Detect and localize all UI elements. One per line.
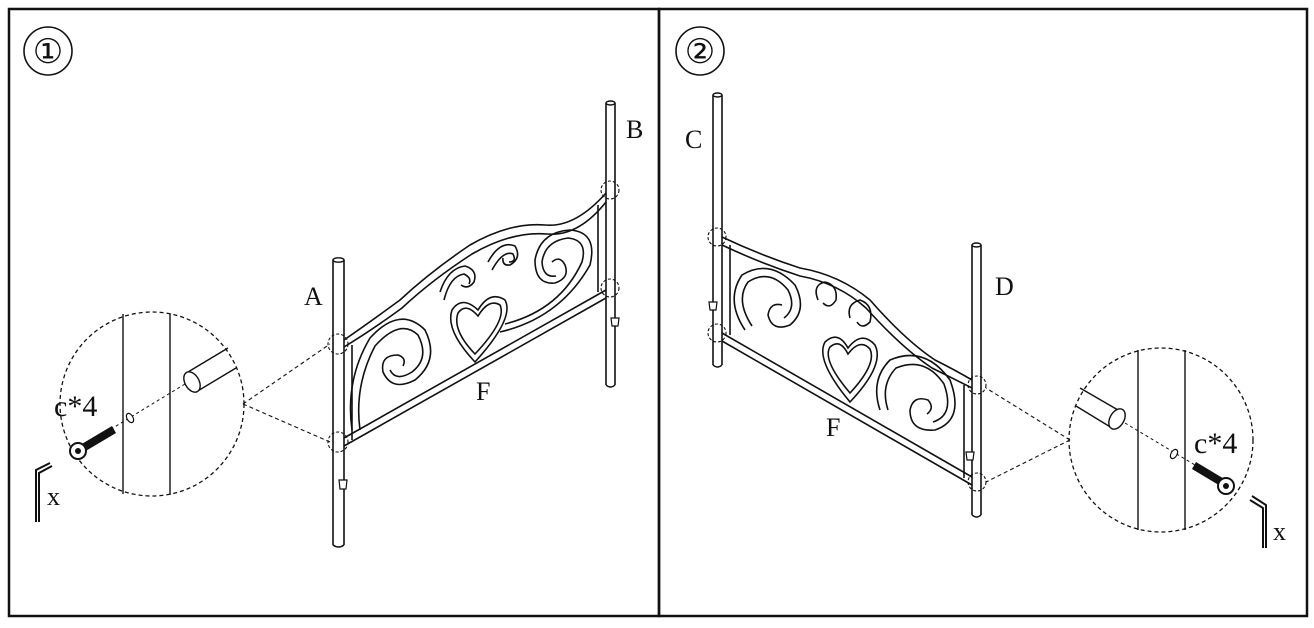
post-b bbox=[605, 100, 620, 388]
connection-markers-step2 bbox=[707, 227, 987, 492]
spacer-washer-icon bbox=[125, 412, 135, 424]
screw-quantity-step1: c*4 bbox=[54, 390, 97, 423]
label-c: C bbox=[685, 125, 702, 154]
label-b: B bbox=[626, 115, 643, 144]
step-2-number-circle bbox=[675, 26, 725, 76]
headboard-f bbox=[343, 192, 607, 447]
label-d: D bbox=[995, 272, 1014, 301]
tool-label-step1: x bbox=[47, 482, 60, 511]
detail-magnifier-step1 bbox=[59, 311, 331, 497]
tool-label-step2: x bbox=[1273, 517, 1286, 546]
rail-tube-end bbox=[183, 347, 237, 393]
step-1-number-circle bbox=[23, 26, 73, 76]
step-2-number: ② bbox=[685, 34, 715, 71]
headboard-f-step2 bbox=[721, 236, 973, 486]
detail-magnifier-step2 bbox=[985, 347, 1254, 533]
post-d bbox=[965, 242, 982, 518]
step-1-frame bbox=[7, 7, 661, 618]
hex-key-icon bbox=[1249, 495, 1267, 548]
step-2-panel: ② C bbox=[657, 7, 1309, 618]
label-f-step2: F bbox=[826, 413, 840, 442]
post-a bbox=[332, 257, 348, 548]
label-f-step1: F bbox=[476, 377, 490, 406]
screw-icon bbox=[69, 426, 116, 460]
screw-quantity-step2: c*4 bbox=[1194, 427, 1237, 460]
rail-tube-end bbox=[1075, 387, 1126, 430]
connection-markers-step1 bbox=[327, 180, 620, 453]
step-1-number: ① bbox=[33, 34, 63, 71]
step-2-frame bbox=[657, 7, 1309, 618]
post-a-hook bbox=[338, 479, 348, 490]
spacer-washer-icon bbox=[1169, 448, 1179, 460]
post-b-hook bbox=[610, 317, 620, 327]
label-a: A bbox=[304, 282, 323, 311]
post-d-hook bbox=[965, 451, 975, 461]
post-c-hook bbox=[708, 301, 718, 311]
step-1-panel: ① B bbox=[7, 7, 661, 618]
hex-key-icon bbox=[35, 462, 53, 522]
screw-icon bbox=[1192, 462, 1235, 495]
